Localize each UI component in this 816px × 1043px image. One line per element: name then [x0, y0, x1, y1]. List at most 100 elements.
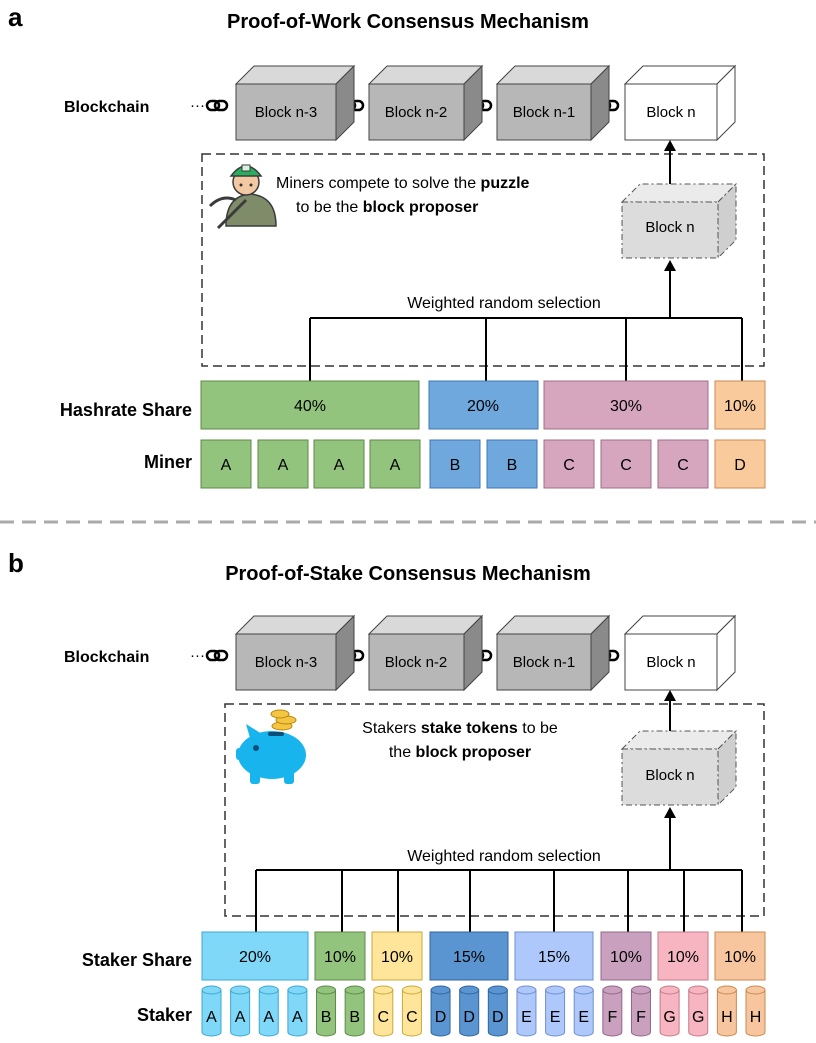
svg-text:C: C [620, 457, 632, 474]
staker-cell: H [745, 985, 766, 1037]
staker-letter: H [750, 1009, 762, 1026]
arrows [664, 140, 676, 318]
share-cell: 10% [657, 931, 709, 981]
staker-cell: B [316, 985, 337, 1037]
staker-letter: F [636, 1009, 646, 1026]
staker-letter: E [521, 1009, 532, 1026]
share-cell: 10% [314, 931, 366, 981]
staker-letter: H [721, 1009, 733, 1026]
staker-cell: E [545, 985, 566, 1037]
svg-text:10%: 10% [610, 949, 642, 966]
svg-text:10%: 10% [724, 398, 756, 415]
miner-cell: C [600, 439, 652, 489]
staker-cell: G [688, 985, 709, 1037]
staker-cell: C [373, 985, 394, 1037]
svg-text:B: B [450, 457, 461, 474]
share-cell: 30% [543, 380, 709, 430]
svg-text:10%: 10% [724, 949, 756, 966]
svg-text:10%: 10% [667, 949, 699, 966]
miner-icon [208, 164, 277, 230]
svg-text:A: A [390, 457, 401, 474]
share-label: Hashrate Share [60, 400, 192, 420]
miner-row: A A A A B B C C C D [200, 439, 766, 489]
svg-text:10%: 10% [324, 949, 356, 966]
block-n: Block n [623, 614, 737, 692]
staker-cell: E [516, 985, 537, 1037]
staker-letter: B [349, 1009, 360, 1026]
staker-letter: A [235, 1009, 246, 1026]
selection-frame [224, 703, 765, 917]
block-label: Block n-2 [385, 104, 448, 121]
staker-cell: H [716, 985, 737, 1037]
selection-tree [255, 869, 743, 932]
blockchain-label: Blockchain [64, 649, 149, 666]
block-label: Block n-1 [513, 104, 576, 121]
staker-letter: C [406, 1009, 418, 1026]
staker-cell: F [602, 985, 623, 1037]
svg-text:30%: 30% [610, 398, 642, 415]
staker-letter: C [378, 1009, 390, 1026]
miner-cell: B [486, 439, 538, 489]
caption-line-1: Miners compete to solve the puzzle [276, 175, 530, 192]
share-cell: 10% [714, 931, 766, 981]
panel-letter: a [8, 2, 23, 32]
piggy-bank-icon [236, 709, 306, 784]
svg-text:C: C [563, 457, 575, 474]
staker-letter: E [578, 1009, 589, 1026]
miner-cell: D [714, 439, 766, 489]
selection-tree [309, 317, 743, 381]
svg-text:40%: 40% [294, 398, 326, 415]
svg-text:B: B [507, 457, 518, 474]
share-row: 40% 20% 30% 10% [200, 380, 766, 430]
block-label: Block n [645, 767, 694, 784]
panel-a: a Proof-of-Work Consensus Mechanism Bloc… [8, 2, 766, 489]
block-label: Block n-2 [385, 654, 448, 671]
block-label: Block n-1 [513, 654, 576, 671]
svg-text:10%: 10% [381, 949, 413, 966]
svg-text:A: A [278, 457, 289, 474]
staker-cell: A [287, 985, 308, 1037]
staker-cell: A [201, 985, 222, 1037]
selection-frame [201, 153, 765, 367]
staker-letter: D [492, 1009, 504, 1026]
share-cell: 15% [514, 931, 594, 981]
arrows [664, 690, 676, 870]
staker-cell: A [230, 985, 251, 1037]
staker-letter: E [550, 1009, 561, 1026]
block-n-2: Block n-2 [367, 614, 484, 692]
share-cell: 20% [428, 380, 539, 430]
svg-text:A: A [334, 457, 345, 474]
caption-line-1: Stakers stake tokens to be [362, 720, 558, 737]
staker-letter: A [263, 1009, 274, 1026]
share-cell: 10% [714, 380, 766, 430]
selection-label: Weighted random selection [407, 848, 601, 865]
caption-line-2: to be the block proposer [296, 199, 478, 216]
block-label: Block n-3 [255, 654, 318, 671]
staker-letter: D [463, 1009, 475, 1026]
share-cell: 10% [371, 931, 423, 981]
staker-cell: G [659, 985, 680, 1037]
staker-cell: C [401, 985, 422, 1037]
chain-link-icon [205, 649, 229, 662]
miner-cell: A [257, 439, 309, 489]
chain-link-icon [205, 99, 229, 112]
miner-cell: A [369, 439, 421, 489]
share-cell: 20% [201, 931, 309, 981]
svg-text:15%: 15% [538, 949, 570, 966]
miner-cell: C [543, 439, 595, 489]
staker-letter: F [607, 1009, 617, 1026]
svg-text:20%: 20% [467, 398, 499, 415]
candidate-block: Block n [620, 182, 738, 260]
candidate-block: Block n [620, 729, 738, 807]
staker-letter: G [692, 1009, 704, 1026]
block-label: Block n [645, 219, 694, 236]
staker-letter: A [206, 1009, 217, 1026]
svg-text:C: C [677, 457, 689, 474]
svg-text:D: D [734, 457, 746, 474]
block-label: Block n [646, 104, 695, 121]
share-label: Staker Share [82, 950, 192, 970]
panel-letter: b [8, 548, 24, 578]
block-n-3: Block n-3 [234, 614, 356, 692]
